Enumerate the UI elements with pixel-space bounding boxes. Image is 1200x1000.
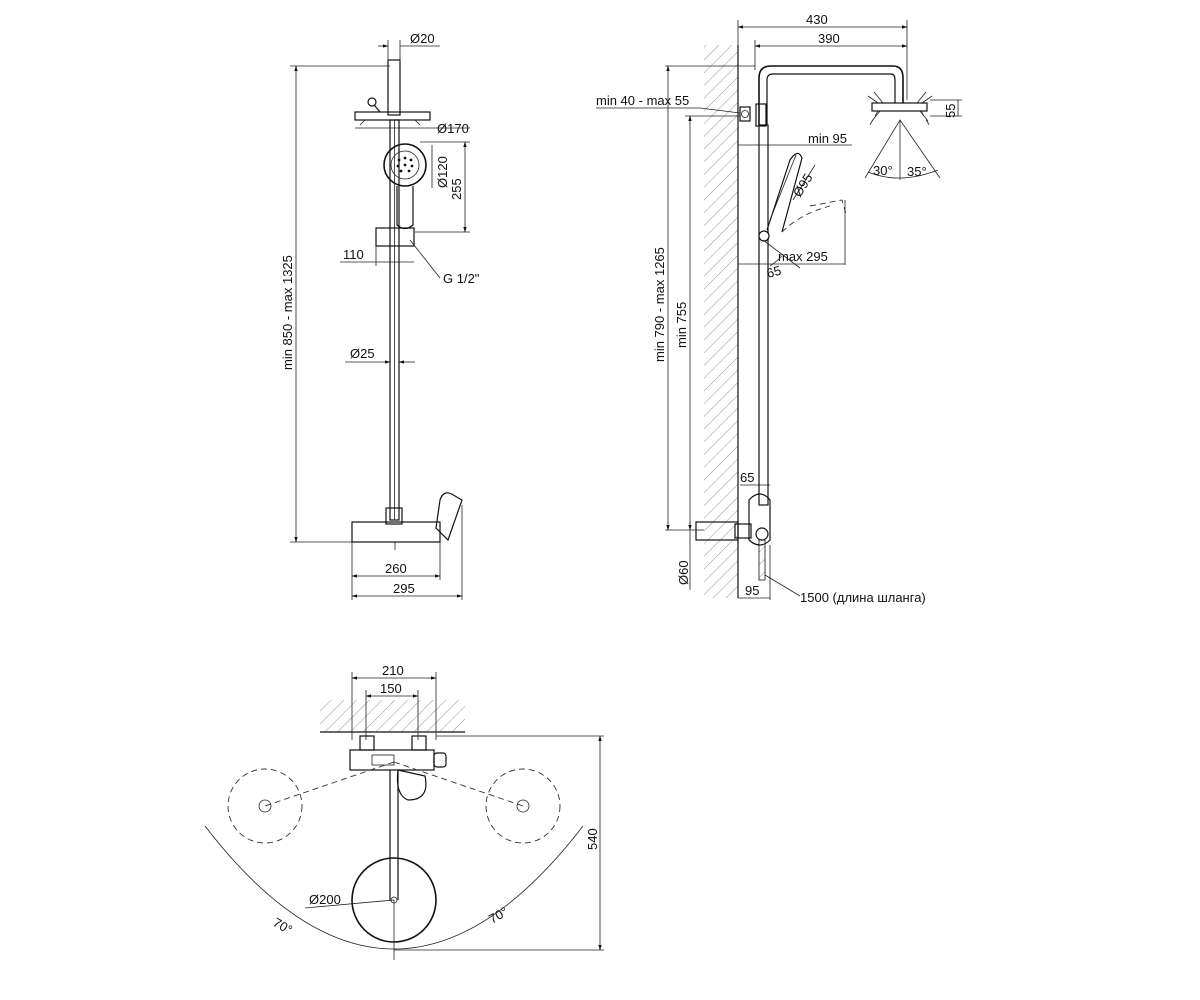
side-main-tube (758, 124, 769, 506)
hose-length-label: 1500 (длина шланга) (800, 590, 926, 605)
mixer-width-label: 260 (385, 561, 407, 576)
swivel-right-label: 70° (486, 904, 511, 927)
inner-width-label: 150 (380, 681, 402, 696)
top-view: 210 150 Ø200 70° 70° (204, 663, 604, 960)
hand-min-label: min 95 (808, 131, 847, 146)
side-view: 430 390 55 30° 35° min 40 - max (596, 12, 962, 605)
wall-bracket (739, 106, 751, 122)
mixer-handle (435, 492, 463, 542)
bottom-offset-label: 95 (745, 583, 759, 598)
head-shower (354, 111, 431, 121)
side-height-range-label: min 790 - max 1265 (652, 247, 667, 362)
top-head-diameter-label: Ø200 (309, 892, 341, 907)
wall-offset-label: min 40 - max 55 (596, 93, 689, 108)
total-width-label: 295 (393, 581, 415, 596)
side-head-shower (871, 102, 928, 112)
wall-connector (695, 521, 739, 541)
total-reach-label: 430 (806, 12, 828, 27)
arm-reach-label: 390 (818, 31, 840, 46)
wall-hatch (704, 45, 738, 598)
hand-diameter-label: Ø120 (435, 156, 450, 188)
hand-shower-holes (396, 156, 414, 173)
swivel-left-circle (227, 768, 303, 844)
swivel-left-label: 70° (271, 915, 296, 938)
hand-max-label: max 295 (778, 249, 828, 264)
rod-diameter-label: Ø20 (410, 31, 435, 46)
holder-offset-label: 110 (343, 247, 364, 262)
hose (758, 539, 766, 581)
angle-right-label: 35° (907, 164, 927, 179)
swivel-right-circle (485, 768, 561, 844)
top-mixer (349, 749, 435, 771)
side-hand-shower (766, 152, 803, 233)
min-height-label: min 755 (674, 302, 689, 348)
hand-diameter-side-label: Ø95 (790, 171, 816, 200)
head-spray-marks (867, 91, 933, 122)
head-diameter-label: Ø170 (437, 121, 469, 136)
top-mixer-handle (396, 769, 427, 801)
angle-left-label: 30° (873, 163, 893, 178)
height-range-label: min 850 - max 1325 (280, 255, 295, 370)
front-view: Ø20 Ø170 Ø120 255 11 (280, 31, 480, 600)
pipe-diameter-label: Ø25 (350, 346, 375, 361)
connector-diameter-label: Ø60 (676, 560, 691, 585)
shower-holder (375, 227, 415, 247)
thread-label: G 1/2" (443, 271, 480, 286)
shower-arm (758, 65, 904, 125)
side-mixer (748, 493, 771, 546)
hand-to-holder-label: 255 (449, 178, 464, 200)
depth-label: 540 (585, 828, 600, 850)
hand-shower-head (383, 143, 427, 187)
head-height-label: 55 (943, 104, 958, 118)
hand-angle-label: 65 (765, 263, 783, 281)
mixer-dim-label: 65 (740, 470, 754, 485)
top-rod (387, 59, 401, 116)
outer-width-label: 210 (382, 663, 404, 678)
top-wall-hatch (320, 700, 465, 732)
thermostat-mixer (351, 521, 441, 543)
